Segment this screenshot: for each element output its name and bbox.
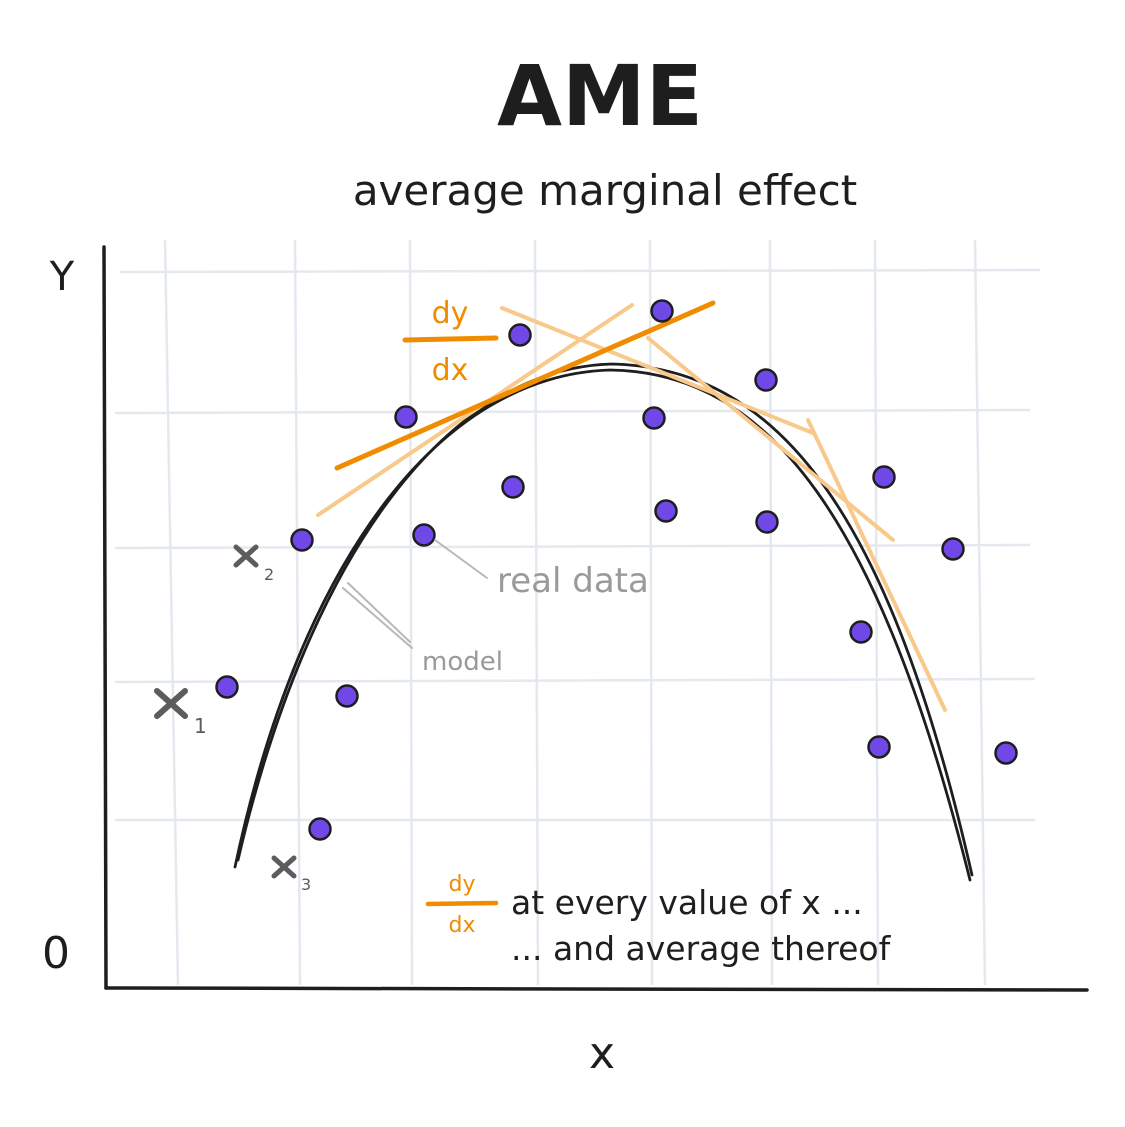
axes <box>102 245 1089 992</box>
data-point <box>308 817 332 841</box>
page-subtitle: average marginal effect <box>353 166 857 215</box>
data-point <box>642 406 666 430</box>
data-point <box>335 684 359 708</box>
model-curve <box>233 362 974 882</box>
outlier-x1: 1 <box>154 688 207 738</box>
x-axis <box>104 986 1089 992</box>
outlier-x1-subscript: 1 <box>194 714 207 738</box>
data-point <box>994 741 1018 765</box>
data-point <box>867 735 891 759</box>
derivative-bottom-numerator: dy <box>449 872 476 897</box>
derivative-top-numerator: dy <box>432 296 469 331</box>
y-axis <box>102 245 108 990</box>
data-point <box>654 499 678 523</box>
data-point <box>755 510 779 534</box>
annotation-leaders <box>342 539 488 649</box>
model-label: model <box>422 647 503 677</box>
origin-label: 0 <box>42 928 70 979</box>
data-point <box>215 675 239 699</box>
data-point <box>290 528 314 552</box>
outlier-x2: 2 <box>233 544 274 584</box>
data-point <box>872 465 896 489</box>
caption-line-2: ... and average thereof <box>511 929 892 968</box>
derivative-bottom-denominator: dx <box>449 913 476 938</box>
derivative-bottom-bar <box>425 900 499 907</box>
derivative-top-bar <box>402 335 499 343</box>
data-point <box>394 405 418 429</box>
data-point <box>501 475 525 499</box>
real-data-label: real data <box>497 561 649 601</box>
derivative-top: dy dx <box>402 296 499 388</box>
x-axis-label: x <box>589 1028 615 1079</box>
grid <box>114 239 1041 986</box>
page-title: AME <box>497 47 703 145</box>
data-point <box>412 523 436 547</box>
y-axis-label: Y <box>49 254 75 300</box>
derivative-top-denominator: dx <box>432 353 469 388</box>
tangent-line-primary <box>334 300 716 471</box>
data-point <box>754 368 778 392</box>
data-point <box>650 299 674 323</box>
data-point <box>941 537 965 561</box>
caption-line-1: at every value of x ... <box>511 883 863 922</box>
data-points <box>215 299 1018 841</box>
outlier-x3-subscript: 3 <box>301 875 311 894</box>
outlier-x2-subscript: 2 <box>264 565 274 584</box>
data-point <box>849 620 873 644</box>
data-point <box>508 323 532 347</box>
derivative-bottom: dy dx <box>425 872 499 938</box>
outlier-x3: 3 <box>271 855 311 894</box>
